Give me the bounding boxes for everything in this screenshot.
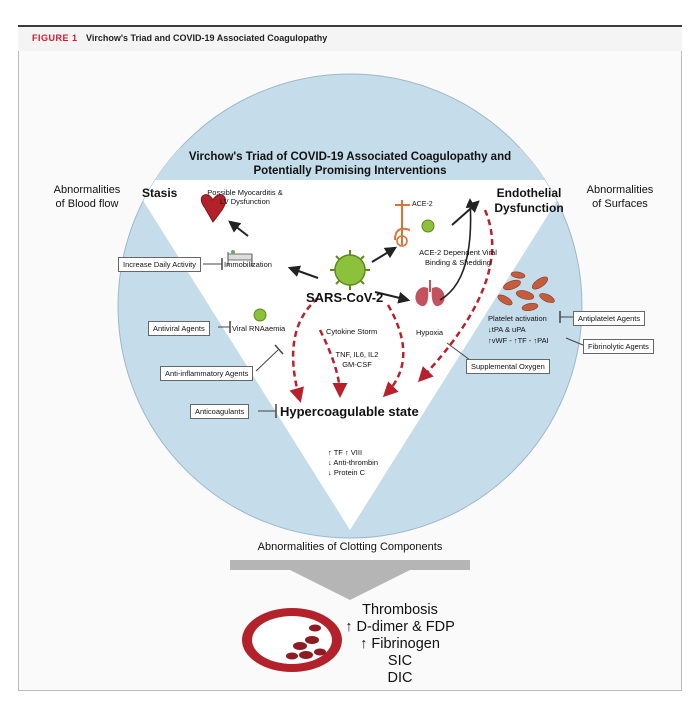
fibrinolytic-agents-box: Fibrinolytic Agents (583, 339, 654, 354)
dashed-arrow-right (382, 304, 405, 398)
outer-left-label: Abnormalities of Blood flow (53, 184, 121, 210)
heart-icon (200, 194, 227, 223)
endothelial-dysfunction-label: Endothelial Dysfunction (494, 186, 564, 215)
arrow-to-myocarditis (228, 220, 249, 237)
arrow-hypoxia-to-endothelial (439, 198, 476, 301)
arrow-to-ace2 (371, 246, 398, 263)
immobilization-label: Immobilization (224, 260, 272, 269)
lungs-icon (415, 280, 445, 307)
figure-caption-bar: FIGURE 1 Virchow's Triad and COVID-19 As… (18, 25, 682, 51)
platelet-activation-label: Platelet activation ↓tPA & uPA ↑vWF - ↑T… (488, 314, 549, 345)
myocarditis-label: Possible Myocarditis & LV Dysfunction (207, 188, 283, 206)
ace2-receptor-icon (394, 200, 411, 245)
anti-inflammatory-box: Anti-inflammatory Agents (160, 366, 254, 381)
platelets-icon (497, 271, 555, 312)
outcome-item: DIC (387, 670, 413, 686)
supplemental-oxygen-box: Supplemental Oxygen (466, 359, 550, 374)
hypoxia-label: Hypoxia (416, 328, 444, 337)
clotting-components-label: Abnormalities of Clotting Components (257, 541, 443, 553)
figure-title: Virchow's Triad and COVID-19 Associated … (86, 33, 328, 43)
outcome-item: ↑ D-dimer & FDP (345, 619, 455, 635)
viral-rnaaemia-label: Viral RNAaemia (232, 324, 286, 333)
cytokine-storm-label: Cytokine Storm (326, 327, 378, 336)
antiviral-agents-box: Antiviral Agents (148, 321, 210, 336)
coagulation-markers-label: ↑ TF ↑ VIII ↓ Anti-thrombin ↓ Protein C (328, 448, 379, 477)
stasis-label: Stasis (142, 186, 178, 200)
bed-icon (227, 250, 253, 266)
ace2-virus-icon (421, 219, 435, 233)
outcome-item: ↑ Fibrinogen (360, 636, 440, 652)
outcomes-list: Thrombosis ↑ D-dimer & FDP ↑ Fibrinogen … (340, 602, 460, 687)
antiplatelet-agents-box: Antiplatelet Agents (573, 311, 646, 326)
dashed-arrow-center (318, 329, 348, 398)
outcome-item: SIC (387, 653, 413, 669)
arrow-to-stasis (287, 265, 319, 279)
figure-label: FIGURE 1 (32, 33, 78, 43)
increase-activity-box: Increase Daily Activity (118, 257, 201, 272)
dashed-arrow-endothelial (417, 209, 494, 383)
sars-cov2-label: SARS-CoV-2 (306, 290, 384, 305)
outer-right-label: Abnormalities of Surfaces (586, 184, 654, 210)
diagram-heading: Virchow's Triad of COVID-19 Associated C… (188, 151, 512, 177)
cytokines-label: TNF, IL6, IL2 GM-CSF (335, 350, 379, 369)
sars-cov2-virus-icon (330, 250, 370, 290)
heading-band (118, 148, 582, 180)
blood-vessel-icon (242, 608, 342, 672)
arrow-ace2-to-endothelial (451, 200, 480, 226)
ace2-binding-label: ACE-2 Dependent Viral Binding & Shedding (419, 248, 497, 267)
small-virus-icon (253, 308, 267, 322)
arrow-to-hypoxia (374, 291, 411, 304)
ace2-label: ACE-2 (412, 201, 433, 208)
outcome-item: Thrombosis (362, 602, 438, 618)
anticoagulants-box: Anticoagulants (190, 404, 250, 419)
dashed-arrow-left (289, 297, 319, 403)
hypercoagulable-state-label: Hypercoagulable state (280, 404, 419, 419)
funnel-arrow (230, 560, 470, 600)
